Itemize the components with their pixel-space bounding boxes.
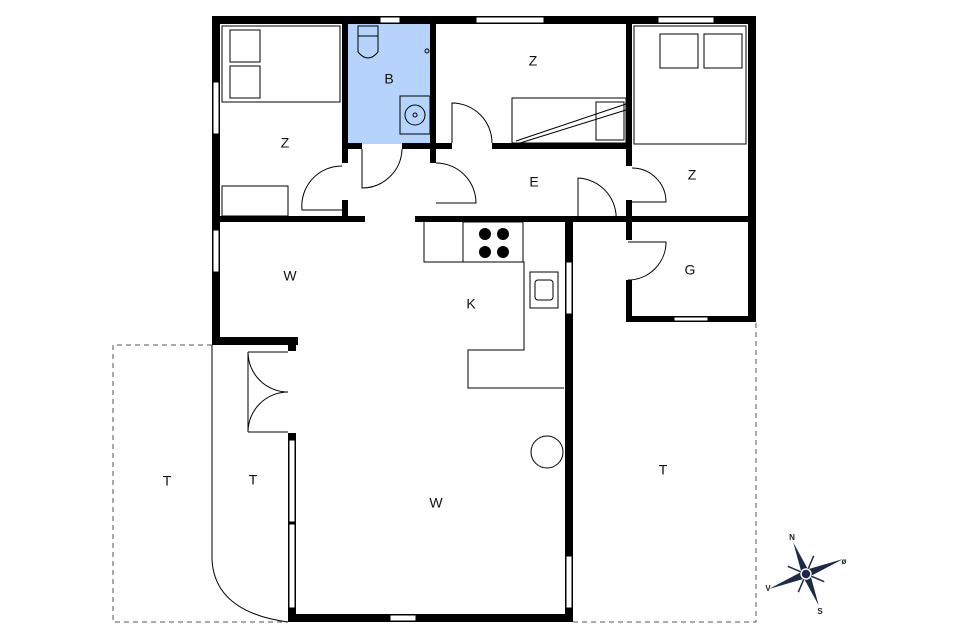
bathroom-floor (348, 24, 430, 144)
room-label-hall: E (529, 174, 538, 190)
terrace-curve (211, 345, 289, 623)
room-label-terrace-left: T (163, 473, 172, 489)
terrace-right-outline (573, 322, 757, 623)
room-label-bathroom: B (384, 71, 393, 87)
room-label-terrace-mid: T (249, 472, 258, 488)
room-label-bedroom-n: Z (529, 53, 538, 69)
compass-west: V (765, 584, 771, 593)
room-label-kitchen: K (466, 296, 476, 312)
room-label-bedroom-nw: Z (281, 135, 290, 151)
compass-rose-icon: N ø S V (765, 533, 847, 616)
compass-north: N (789, 533, 795, 542)
room-label-utility: G (685, 262, 696, 278)
room-label-bedroom-ne: Z (688, 167, 697, 183)
compass-south: S (817, 607, 823, 616)
compass-east: ø (842, 557, 847, 566)
room-label-terrace-right: T (659, 462, 668, 478)
terrace-left-outline (112, 344, 288, 623)
furniture (221, 25, 747, 469)
doors (247, 102, 667, 433)
room-label-living-main: W (429, 495, 443, 511)
room-label-living-w: W (283, 268, 297, 284)
windows (212, 16, 715, 622)
